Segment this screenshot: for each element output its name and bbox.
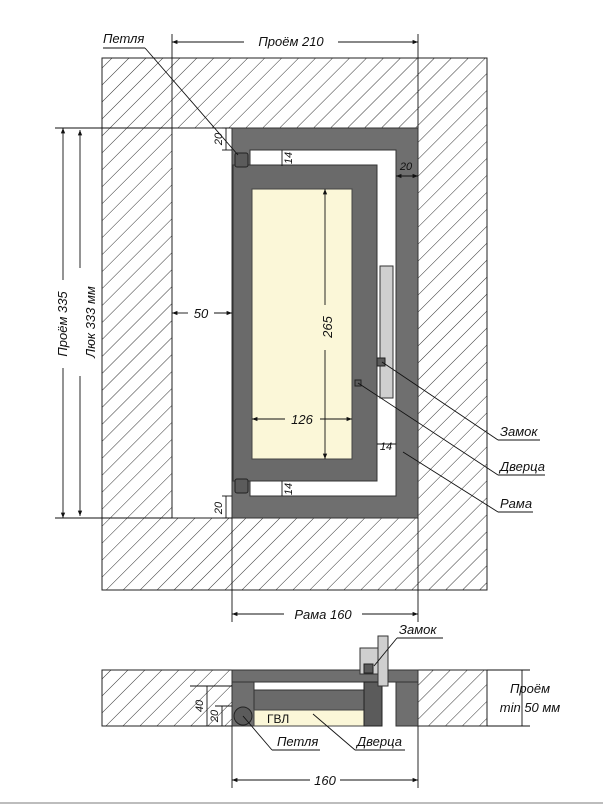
section-frame-top <box>231 669 419 683</box>
section-view: Замок 40 20 ГВЛ Проём min 50 мм Петля Дв… <box>101 622 561 788</box>
wall-section-right <box>417 669 488 727</box>
label-section-dim-20: 20 <box>209 709 221 723</box>
label-section-dim-40: 40 <box>194 699 206 712</box>
section-lock-knob <box>363 663 374 674</box>
label-dim-14-bottom-right: 14 <box>380 441 392 453</box>
lock-bolt <box>376 357 386 367</box>
label-section-door: Дверца <box>355 734 402 749</box>
label-dim-14-top: 14 <box>283 152 295 164</box>
label-dim-126: 126 <box>291 412 313 427</box>
label-section-hinge: Петля <box>277 734 318 749</box>
label-opening-width: Проём 210 <box>258 34 324 49</box>
section-frame-right <box>395 681 419 727</box>
label-hinge-top: Петля <box>103 31 144 46</box>
label-lock: Замок <box>500 424 538 439</box>
label-section-gvl: ГВЛ <box>267 712 289 726</box>
label-section-lock: Замок <box>399 622 437 637</box>
hinge-bottom <box>234 478 249 494</box>
label-dim-14-bottom: 14 <box>283 483 295 495</box>
wall-section-left <box>101 669 233 727</box>
label-section-width: 160 <box>314 773 336 788</box>
label-dim-50: 50 <box>194 306 209 321</box>
label-dim-20-bottom-left: 20 <box>213 501 225 515</box>
gvl-panel <box>251 188 353 460</box>
hinge-top <box>234 152 249 168</box>
label-door: Дверца <box>498 459 545 474</box>
label-dim-20-top-right: 20 <box>399 161 413 173</box>
label-dim-20-top-left: 20 <box>213 132 225 146</box>
label-frame: Рама <box>500 496 532 511</box>
section-door <box>253 689 365 711</box>
label-hatch-height: Люк 333 мм <box>83 286 98 359</box>
label-opening-height: Проём 335 <box>55 291 70 357</box>
lock-plate <box>379 265 394 399</box>
label-section-opening: Проём <box>510 681 550 696</box>
label-dim-265: 265 <box>320 315 335 338</box>
label-section-opening-min: min 50 мм <box>500 700 561 715</box>
label-frame-width: Рама 160 <box>294 607 352 622</box>
section-lock-body <box>377 635 389 687</box>
section-latch <box>363 681 383 727</box>
front-view: Проём 210 Петля Проём 335 Люк 333 мм 20 … <box>55 31 545 622</box>
